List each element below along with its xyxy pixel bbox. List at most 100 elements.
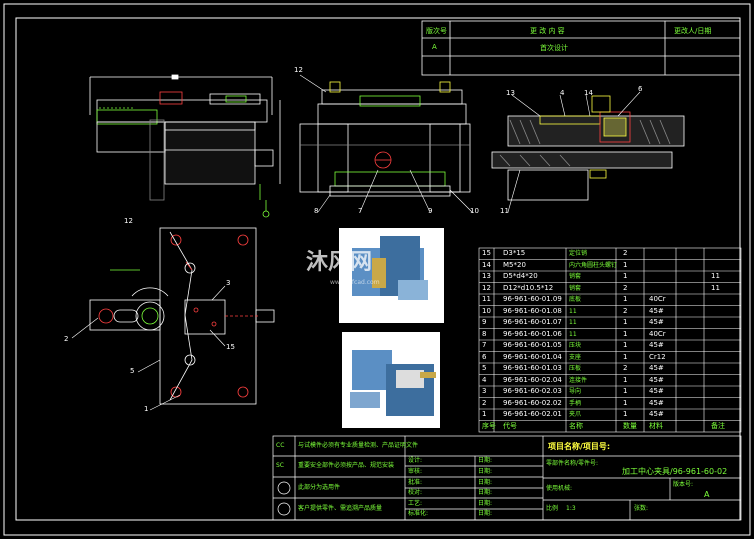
bom-cell-name: 压块 <box>569 342 582 349</box>
plan-view <box>89 227 275 405</box>
bom-cell-code: 96-961-60-02.02 <box>503 398 562 407</box>
callout-section-11: 11 <box>500 207 509 215</box>
bom-cell-no: 8 <box>482 329 487 338</box>
bom-cell-code: 96-961-60-01.06 <box>503 329 562 338</box>
bom-cell-mat: 45# <box>649 341 664 349</box>
scale-label: 比例 <box>546 505 559 512</box>
bom-cell-qty: 1 <box>623 272 628 280</box>
bom-cell-mat: 45# <box>649 398 664 407</box>
bom-cell-no: 2 <box>482 398 487 407</box>
bom-cell-code: 96-961-60-02.01 <box>503 410 562 418</box>
bom-cell-no: 14 <box>482 260 491 269</box>
bom-cell-mat: 40Cr <box>649 329 666 338</box>
bom-cell-code: D3*15 <box>503 249 526 257</box>
section-view <box>491 95 685 201</box>
note-customer-text: 客户提供零件、需追溯产品质量 <box>298 505 383 512</box>
bom-cell-name: 销套 <box>569 273 582 280</box>
rev-header-changer: 更改人/日期 <box>674 27 712 35</box>
callout-side-9: 9 <box>428 207 433 215</box>
bom-cell-mat: 40Cr <box>649 295 666 303</box>
bom-cell-name: 11 <box>569 319 577 326</box>
rev-row-version: A <box>432 43 437 51</box>
bom-cell-no: 序号 <box>482 421 496 430</box>
bom-cell-no: 12 <box>482 283 491 292</box>
rev-label: 版本号: <box>673 481 694 488</box>
callout-section-13: 13 <box>506 89 515 97</box>
bom-cell-code: 96-961-60-01.03 <box>503 364 562 372</box>
field-date-3: 日期: <box>478 479 493 486</box>
callout-section-6: 6 <box>638 85 643 93</box>
bom-cell-qty: 1 <box>623 329 628 338</box>
callout-plan-5: 5 <box>130 367 135 375</box>
callout-side-12: 12 <box>294 66 303 74</box>
bom-cell-no: 10 <box>482 306 491 315</box>
bom-cell-no: 13 <box>482 272 491 280</box>
note-optional-text: 此部分为选用件 <box>298 484 341 491</box>
callout-front-12: 12 <box>124 217 133 225</box>
callout-side-8: 8 <box>314 207 319 215</box>
bom-cell-name: 连接件 <box>569 376 588 384</box>
bom-cell-qty: 1 <box>623 398 628 407</box>
bom-cell-name: 销套 <box>569 284 582 292</box>
bom-cell-name: 名称 <box>569 421 583 430</box>
machine-label: 使用机械: <box>546 485 573 492</box>
field-date-2: 日期: <box>478 468 493 475</box>
field-standard: 标准化: <box>408 510 429 517</box>
bom-cell-qty: 2 <box>623 364 628 372</box>
bom-cell-qty: 1 <box>623 387 628 395</box>
rev-header-version: 版次号 <box>426 27 447 35</box>
bom-cell-name: 定位销 <box>569 250 588 257</box>
bom-cell-code: 96-961-60-01.07 <box>503 318 562 326</box>
field-date-4: 日期: <box>478 489 493 496</box>
bom-header-row: 序号代号名称数量材料备注 <box>479 421 741 433</box>
callout-plan-2: 2 <box>64 335 69 343</box>
bom-cell-code: 96-961-60-02.03 <box>503 387 562 395</box>
callout-side-10: 10 <box>470 207 479 215</box>
outer-border <box>3 3 751 536</box>
field-process: 工艺: <box>408 500 423 507</box>
bom-cell-name: 内六角圆柱头螺钉 <box>569 261 618 269</box>
bom-cell-name: 压板 <box>569 365 582 372</box>
bom-cell-no: 1 <box>482 410 487 418</box>
bom-cell-name: 导向 <box>569 388 582 395</box>
bom-cell-code: 96-961-60-01.08 <box>503 306 562 315</box>
leader-lines <box>71 74 641 411</box>
field-date-6: 日期: <box>478 510 493 517</box>
note-cc-tag: CC <box>276 442 285 449</box>
bom-cell-no: 15 <box>482 249 491 257</box>
bom-cell-no: 3 <box>482 387 487 395</box>
field-design: 设计: <box>408 457 423 464</box>
bom-cell-name: 支座 <box>569 353 582 361</box>
callout-side-7: 7 <box>358 207 363 215</box>
bom-cell-mat: 45# <box>649 410 664 418</box>
bom-cell-mat: Cr12 <box>649 352 666 361</box>
bom-cell-code: 代号 <box>503 421 517 430</box>
bom-cell-no: 7 <box>482 341 487 349</box>
bom-cell-remark: 11 <box>711 272 720 280</box>
rev-row-content: 首次设计 <box>540 44 568 52</box>
bom-cell-code: D5*d4*20 <box>503 272 538 280</box>
note-cc-text: 与试模件必须有专业质量检测、产品证明文件 <box>298 442 419 449</box>
bom-row: 2 96-961-60-02.02 手柄 1 45# <box>479 398 741 410</box>
bom-cell-qty: 2 <box>623 249 628 257</box>
part-value: 加工中心夹具/96-961-60-02 <box>622 467 728 476</box>
bom-cell-name: 夹爪 <box>569 411 582 418</box>
bom-cell-name: 手柄 <box>569 399 582 407</box>
bom-cell-mat: 材料 <box>649 421 663 430</box>
bom-cell-qty: 1 <box>623 260 628 269</box>
bom-cell-code: D12*d10.5*12 <box>503 283 554 292</box>
scale-value: 1:3 <box>566 505 576 512</box>
rev-value: A <box>704 490 710 499</box>
note-sc-tag: SC <box>276 462 284 469</box>
bom-cell-mat: 45# <box>649 375 664 384</box>
